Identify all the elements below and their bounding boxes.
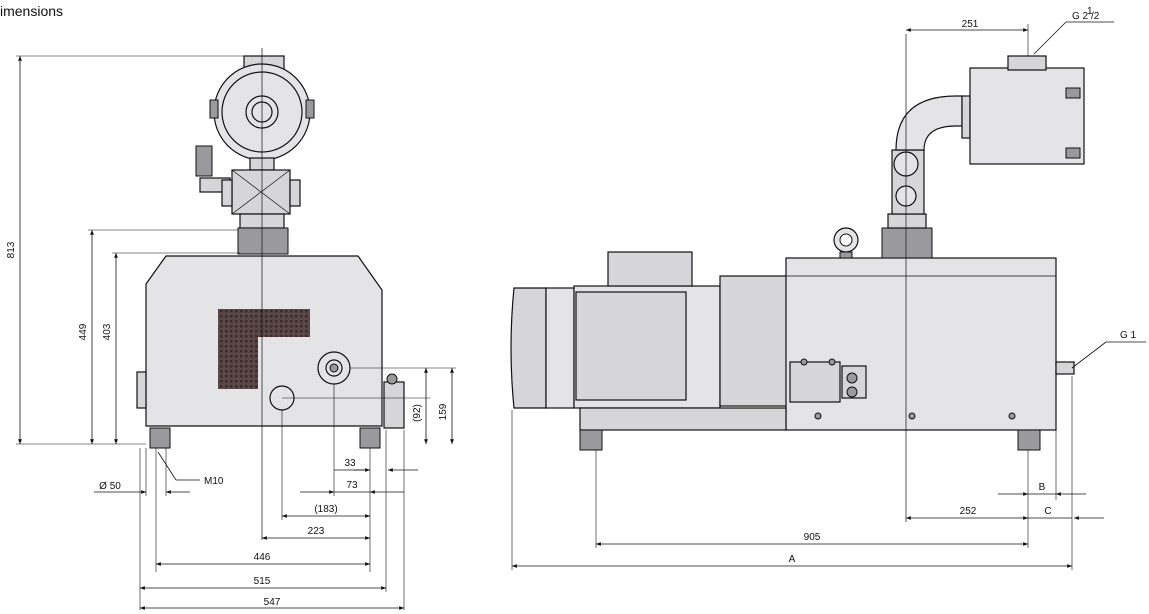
dim-73: 73 (300, 480, 404, 494)
dim-73-label: 73 (346, 480, 358, 491)
dim-251: 251 (906, 19, 1029, 56)
dim-813: 813 (6, 55, 262, 445)
dim-813-label: 813 (6, 241, 17, 258)
dim-183: (183) (282, 504, 370, 518)
dim-403-label: 403 (102, 323, 113, 340)
dim-B: B (998, 482, 1086, 496)
dim-446: 446 (156, 552, 370, 566)
front-main-block (136, 255, 405, 449)
side-eye-bolt (833, 227, 859, 259)
dim-183-label: (183) (314, 504, 337, 515)
callout-g1: G 1 (1071, 330, 1146, 369)
dim-905-label: 905 (804, 532, 821, 543)
dim-515: 515 (140, 576, 386, 590)
dim-C: C (1028, 506, 1104, 520)
callout-g1-label: G 1 (1120, 330, 1137, 341)
front-view: 813 449 403 159 (92) (6, 48, 456, 610)
dim-159-label: 159 (438, 403, 449, 420)
dim-449-label: 449 (78, 323, 89, 340)
side-pump-body (579, 257, 1075, 451)
dim-905: 905 (596, 532, 1028, 546)
callout-m10: M10 (157, 451, 224, 487)
dim-403: 403 (102, 252, 240, 444)
dim-diameter: Ø 50 (94, 481, 190, 494)
callout-g2-label: G 2 (1072, 11, 1089, 22)
dim-92: (92) (282, 368, 430, 444)
dim-C-label: C (1044, 506, 1051, 517)
dim-A: A (511, 554, 1072, 568)
side-motor (510, 251, 793, 409)
dim-449: 449 (78, 229, 238, 444)
dim-446-label: 446 (254, 552, 271, 563)
dim-515-label: 515 (254, 576, 271, 587)
callout-m10-label: M10 (204, 476, 224, 487)
dim-92-label: (92) (412, 404, 423, 422)
dim-A-label: A (789, 554, 796, 565)
dim-252-label: 252 (960, 506, 977, 517)
dim-547: 547 (140, 597, 404, 610)
dim-B-label: B (1039, 482, 1046, 493)
front-gauge-fitting (195, 145, 301, 255)
callout-g2-sub: /2 (1091, 11, 1100, 22)
dim-223: 223 (262, 526, 370, 540)
dim-33: 33 (334, 458, 418, 472)
side-view: 251 G 2 1 /2 G 1 B (510, 6, 1146, 570)
callout-g2-half: G 2 1 /2 (1033, 6, 1114, 55)
dim-251-label: 251 (962, 19, 979, 30)
dim-33-label: 33 (344, 458, 356, 469)
callout-g2-sup: 1 (1087, 6, 1093, 17)
page-title: imensions (0, 3, 64, 19)
dim-252: 252 (906, 506, 1028, 520)
dim-diameter-label: Ø 50 (99, 481, 121, 492)
dim-547-label: 547 (264, 597, 281, 608)
dim-159: 159 (350, 367, 456, 444)
dim-223-label: 223 (308, 526, 325, 537)
side-filter-assembly (881, 55, 1085, 259)
